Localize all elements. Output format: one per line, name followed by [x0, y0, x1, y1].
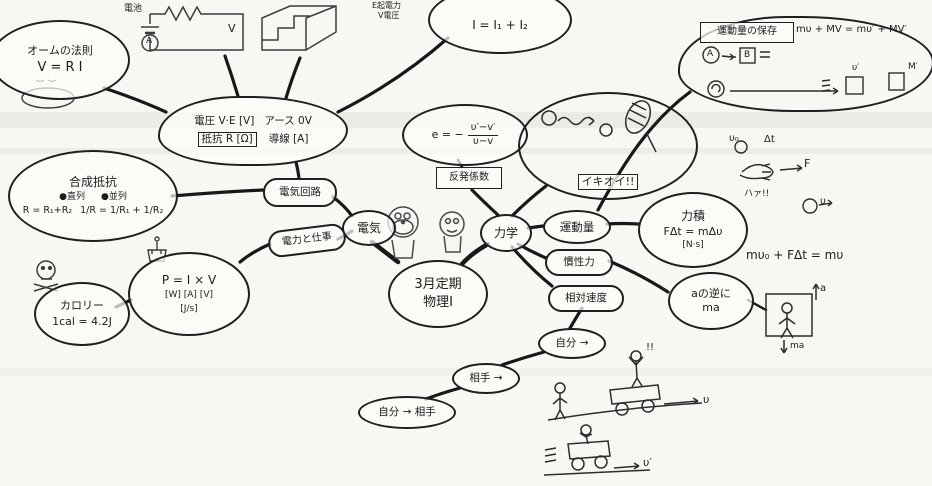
- cart1-velocity-label: υ: [703, 393, 710, 406]
- self-other-label: 自分 → 相手: [378, 405, 436, 418]
- conservation-v2-label: υ′: [852, 63, 860, 73]
- parallel-formula: 1/R = 1/R₁ + 1/R₂: [80, 205, 164, 217]
- node-other: 相手 →: [452, 363, 520, 394]
- conservation-m2-label: M′: [908, 62, 918, 72]
- node-ikioi: イキオイ!!: [518, 92, 698, 200]
- other-label: 相手 →: [469, 371, 503, 384]
- mechanics-label: 力学: [493, 225, 518, 240]
- node-electricity-branch: 電気: [342, 210, 396, 246]
- node-conservation: [678, 16, 932, 112]
- node-voltage-terms: 電圧 V·E [V] アース 0V 抵抗 R [Ω] 導線 [A]: [158, 96, 348, 166]
- conservation-title-box: 運動量の保存: [700, 22, 794, 43]
- ohm-formula: V = R I: [37, 60, 83, 76]
- node-circuit: 電気回路: [263, 178, 337, 207]
- electricity-label: 電気: [356, 220, 381, 235]
- restitution-lhs: e = −: [431, 128, 464, 142]
- node-ma: aの逆に ma: [668, 272, 754, 330]
- emf-label: E起電力: [372, 1, 402, 10]
- impulse-title: 力積: [680, 209, 705, 223]
- ikioi-label: イキオイ!!: [577, 174, 639, 190]
- node-impulse: 力積 FΔt = mΔυ [N·s]: [638, 192, 748, 268]
- impulse-formula: FΔt = mΔυ: [663, 225, 723, 238]
- power-work-label: 電力と仕事: [281, 231, 333, 249]
- voltmeter-label: V: [228, 22, 236, 35]
- power-units: [W] [A] [V]: [164, 290, 213, 301]
- force-label: F: [804, 157, 811, 170]
- restitution-denominator: υ−v: [473, 135, 494, 147]
- parallel-label: ●並列: [101, 191, 127, 202]
- self-label: 自分 →: [555, 336, 589, 349]
- conservation-formula: mυ + MV = mυ′ + MV′: [796, 24, 907, 35]
- v-ball-label: υ: [820, 196, 826, 207]
- power-units-2: [J/s]: [180, 303, 198, 314]
- node-calorie: カロリー 1cal = 4.2J: [34, 282, 130, 346]
- impulse-equation: mυ₀ + FΔt = mυ: [746, 248, 844, 262]
- calorie-title: カロリー: [60, 299, 104, 313]
- elevator-doodle: [765, 283, 820, 354]
- relative-velocity-label: 相対速度: [565, 291, 607, 304]
- circuit-label: 電気回路: [279, 185, 321, 198]
- ma-line2: ma: [702, 301, 720, 314]
- center-line2: 物理I: [423, 295, 453, 310]
- dt-label: Δt: [764, 134, 775, 145]
- node-restitution-label: 反発係数: [436, 167, 502, 189]
- node-self-other: 自分 → 相手: [358, 396, 456, 429]
- node-combined-resistance: 合成抵抗 ●直列 ●並列 R = R₁+R₂ 1/R = 1/R₁ + 1/R₂: [8, 150, 178, 242]
- restitution-numerator: υ′−v′: [467, 122, 499, 136]
- impulse-units: [N·s]: [682, 239, 704, 250]
- momentum-label: 運動量: [559, 219, 595, 234]
- node-restitution-formula: e = − υ′−v′ υ−v: [402, 104, 528, 166]
- resistance-label: 抵抗 R [Ω]: [197, 132, 257, 148]
- battery-label: 電池: [124, 4, 143, 14]
- restitution-fraction: υ′−v′ υ−v: [467, 122, 499, 148]
- conservation-a-label: A: [707, 49, 714, 59]
- current-sum-formula: I = I₁ + I₂: [472, 17, 528, 32]
- node-mechanics-branch: 力学: [480, 214, 532, 252]
- ammeter-label: A: [146, 36, 153, 46]
- node-ohms-law: オームの法則 V = R I: [0, 20, 130, 100]
- cart-doodle-2: [543, 424, 651, 476]
- ma-line1: aの逆に: [691, 287, 731, 301]
- circuit-sketch: [141, 5, 244, 52]
- wire-label: 導線 [A]: [268, 133, 309, 145]
- voltage-small-label: V電圧: [378, 11, 400, 20]
- node-self: 自分 →: [538, 328, 606, 359]
- ha-label: ハァ!!: [744, 189, 770, 199]
- series-label: ●直列: [59, 191, 85, 202]
- earth-label: アース 0V: [264, 114, 312, 127]
- resistance-title: 合成抵抗: [68, 174, 117, 189]
- elevator-a-label: a: [820, 283, 827, 294]
- calorie-formula: 1cal = 4.2J: [52, 315, 112, 328]
- restitution-label: 反発係数: [449, 171, 489, 183]
- character-doodle-2: [439, 211, 465, 253]
- conservation-title: 運動量の保存: [717, 26, 777, 38]
- hand-push-doodle: [734, 140, 833, 214]
- node-power-formula: P = I × V [W] [A] [V] [J/s]: [128, 252, 250, 336]
- v0-label: υ₀: [729, 133, 739, 144]
- power-formula: P = I × V: [161, 273, 217, 288]
- node-inertia: 慣性力: [545, 249, 613, 276]
- node-relative-velocity: 相対速度: [548, 285, 624, 312]
- conservation-b-label: B: [744, 50, 751, 60]
- cart-exclaim-label: !!: [646, 342, 655, 353]
- series-formula: R = R₁+R₂: [22, 205, 73, 217]
- cart-doodle-1: [547, 350, 703, 421]
- elevator-ma-label: ma: [790, 341, 805, 351]
- ohm-title: オームの法則: [27, 43, 93, 57]
- node-center: 3月定期 物理I: [388, 260, 488, 328]
- graph-3d-sketch: [261, 5, 337, 51]
- inertia-label: 慣性力: [563, 255, 595, 268]
- node-momentum: 運動量: [543, 210, 611, 244]
- volt-label: 電圧 V·E [V]: [194, 114, 255, 127]
- cart2-velocity-label: υ′: [643, 456, 652, 469]
- center-line1: 3月定期: [414, 276, 462, 292]
